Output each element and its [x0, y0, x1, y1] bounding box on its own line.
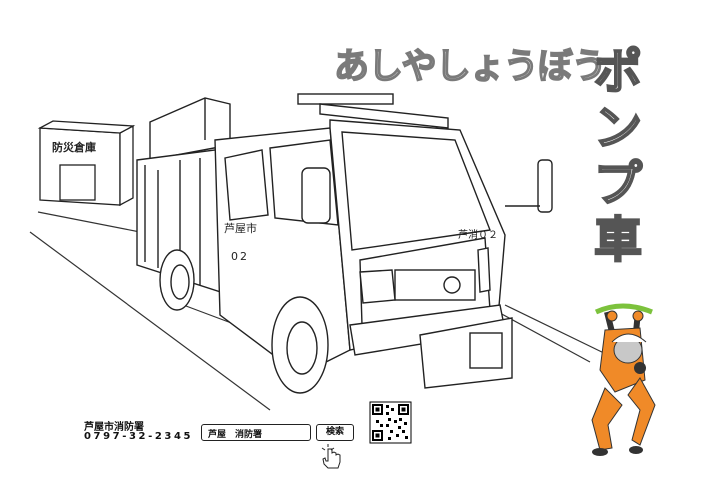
search-input[interactable]: 芦屋 消防署: [201, 424, 311, 441]
title-char-3: プ: [593, 155, 643, 213]
fire-truck: [136, 93, 553, 394]
pointer-hand-icon: [321, 444, 341, 469]
title-hiragana: あしやしょうぼう: [333, 46, 607, 88]
qr-code: [369, 401, 412, 444]
search-button[interactable]: 検索: [316, 424, 354, 441]
warehouse-building: [37, 120, 136, 207]
phone-number: 0797-32-2345: [84, 431, 194, 442]
truck-side-number: 02: [231, 250, 249, 263]
org-name: 芦屋市消防署: [84, 422, 144, 433]
firefighter-mascot: [591, 303, 656, 456]
truck-side-text: 芦屋市: [224, 222, 257, 235]
truck-front-text: 芦消０２: [458, 230, 498, 241]
warehouse-sign: 防災倉庫: [52, 141, 96, 154]
title-char-1: ポ: [593, 43, 643, 101]
title-char-2: ン: [593, 99, 643, 157]
title-char-4: 車: [593, 211, 643, 269]
title-vertical: ポ ン プ 車: [588, 43, 648, 269]
